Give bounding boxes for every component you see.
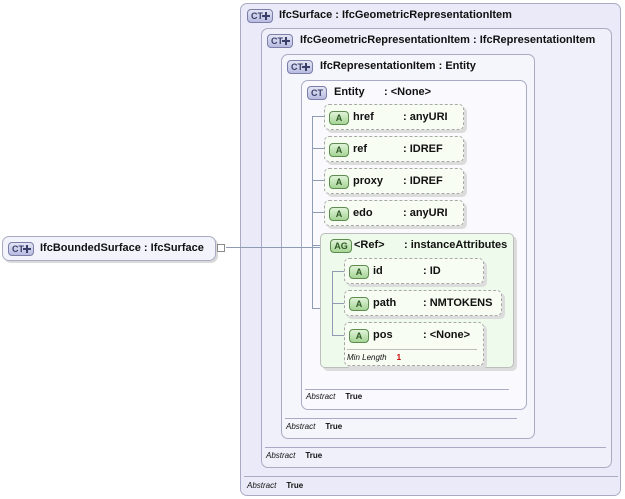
- complex-type-badge: CT: [287, 60, 313, 74]
- attribute-href[interactable]: A href : anyURI: [324, 104, 464, 130]
- connector-line: [312, 308, 320, 309]
- attribute-badge: A: [329, 175, 349, 189]
- connector-line: [312, 180, 324, 181]
- attribute-name: proxy: [353, 175, 383, 187]
- attribute-badge: A: [329, 207, 349, 221]
- attribute-badge: A: [329, 111, 349, 125]
- attribute-group-type: : instanceAttributes: [404, 239, 508, 251]
- connector-line: [312, 148, 324, 149]
- attribute-edo[interactable]: A edo : anyURI: [324, 200, 464, 226]
- type-base: : <None>: [384, 86, 432, 98]
- connector-line: [226, 247, 320, 248]
- attribute-name: edo: [353, 207, 373, 219]
- complex-type-badge: CT: [247, 9, 273, 23]
- type-title: IfcRepresentationItem : Entity: [320, 60, 476, 72]
- connector-line: [332, 335, 344, 336]
- separator: [265, 447, 606, 448]
- attribute-badge: A: [349, 297, 369, 311]
- type-title: IfcSurface : IfcGeometricRepresentationI…: [279, 9, 512, 21]
- root-title: IfcBoundedSurface : IfcSurface: [40, 242, 204, 254]
- attribute-type: : anyURI: [403, 207, 448, 219]
- connector-line: [332, 271, 344, 272]
- separator: [305, 389, 509, 390]
- attribute-badge: A: [349, 265, 369, 279]
- attribute-type: : IDREF: [403, 175, 443, 187]
- expand-plus-icon[interactable]: [23, 245, 31, 253]
- attribute-name: pos: [373, 329, 393, 341]
- attribute-name: ref: [353, 143, 368, 155]
- attribute-badge: A: [329, 143, 349, 157]
- expand-plus-icon[interactable]: [262, 12, 270, 20]
- collapse-connector-icon[interactable]: [217, 244, 225, 252]
- connector-line: [312, 212, 324, 213]
- attribute-badge: A: [349, 329, 369, 343]
- separator: [347, 349, 477, 350]
- type-title: IfcGeometricRepresentationItem : IfcRepr…: [300, 34, 596, 46]
- attribute-id[interactable]: A id : ID: [344, 258, 484, 284]
- separator: [285, 418, 517, 419]
- attribute-name: id: [373, 265, 383, 277]
- attribute-name: href: [353, 111, 374, 123]
- complex-type-badge: CT: [267, 34, 293, 48]
- attribute-type: : <None>: [423, 329, 471, 341]
- attribute-type: : IDREF: [403, 143, 443, 155]
- attribute-ref[interactable]: A ref : IDREF: [324, 136, 464, 162]
- connector-line: [332, 303, 344, 304]
- separator: [244, 476, 618, 477]
- complex-type-badge: CT: [8, 242, 34, 256]
- type-title: Entity: [334, 86, 365, 98]
- connector-line: [312, 245, 320, 246]
- expand-plus-icon[interactable]: [302, 63, 310, 71]
- attribute-proxy[interactable]: A proxy : IDREF: [324, 168, 464, 194]
- expand-plus-icon[interactable]: [282, 37, 290, 45]
- attribute-group-badge: AG: [330, 239, 352, 253]
- attribute-type: : ID: [423, 265, 441, 277]
- attribute-name: path: [373, 297, 397, 309]
- attribute-group-name: <Ref>: [354, 239, 385, 251]
- connector-line: [312, 116, 324, 117]
- complex-type-ifcboundedsurface[interactable]: CT IfcBoundedSurface : IfcSurface: [2, 236, 216, 261]
- attribute-path[interactable]: A path : NMTOKENS: [344, 290, 502, 316]
- attribute-type: : anyURI: [403, 111, 448, 123]
- attribute-type: : NMTOKENS: [423, 297, 493, 309]
- complex-type-badge: CT: [307, 86, 327, 100]
